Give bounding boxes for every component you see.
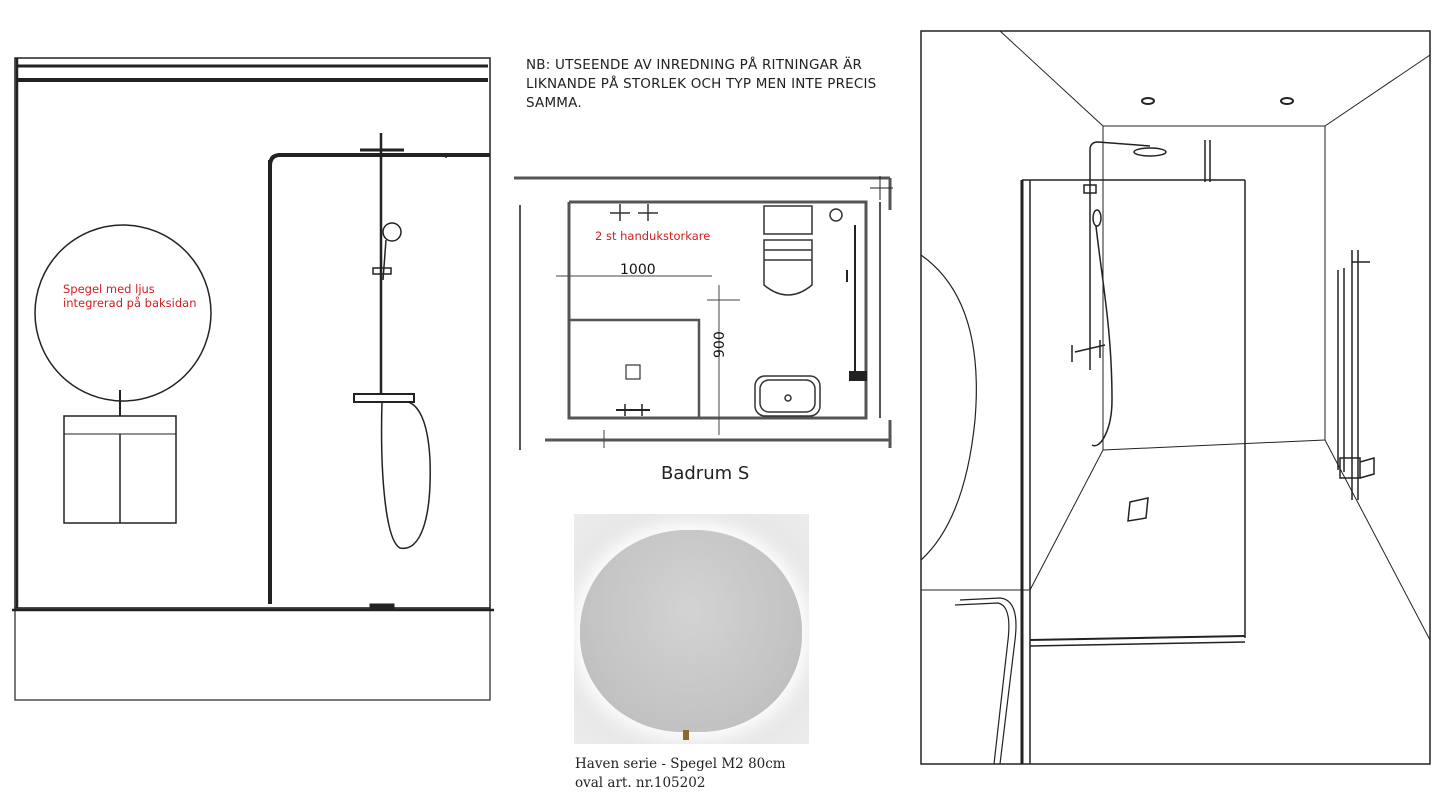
- note-line-2: LIKNANDE PÅ STORLEK OCH TYP MEN INTE PRE…: [526, 76, 877, 92]
- ceiling-spot-right: [1280, 97, 1294, 105]
- elevation-view: [12, 57, 494, 701]
- note-line-1: NB: UTSEENDE AV INREDNING PÅ RITNINGAR Ä…: [526, 57, 863, 73]
- towel-rail-annotation: 2 st handukstorkare: [595, 229, 711, 243]
- mirror-annotation-line-2: integrerad på baksidan: [63, 296, 197, 310]
- dimension-depth: 900: [712, 331, 728, 358]
- towel-rails-perspective: [1337, 250, 1375, 500]
- glass-screen-perspective: [1020, 179, 1246, 764]
- washbasin-plan: [754, 375, 821, 417]
- vanity-cabinet: [63, 415, 177, 524]
- mirror-product-photo: [574, 514, 809, 744]
- toilet-plan: [763, 205, 813, 296]
- shower-screen-plan: [846, 225, 867, 381]
- towel-rails-plan: [610, 204, 658, 221]
- shower-screen-elevation: [268, 153, 490, 604]
- product-caption-line-1: Haven serie - Spegel M2 80cm: [575, 756, 786, 772]
- mirror-annotation: Spegel med ljus integrerad på baksidan: [63, 282, 233, 310]
- floor-plan: [514, 176, 893, 450]
- shower-mixer-plan: [616, 404, 650, 416]
- mirror-product-shape: [580, 530, 802, 732]
- ceiling-spot-left: [1141, 97, 1155, 105]
- product-caption: Haven serie - Spegel M2 80cm oval art. n…: [575, 755, 835, 793]
- shower-set-elevation: [353, 133, 447, 549]
- round-mirror: [34, 224, 212, 402]
- dimension-width: 1000: [620, 262, 656, 278]
- note-line-3: SAMMA.: [526, 95, 582, 111]
- shower-set-perspective: [1071, 140, 1211, 447]
- mirror-product-hook: [683, 730, 689, 740]
- floor-drain-perspective: [1127, 497, 1149, 522]
- mirror-annotation-line-1: Spegel med ljus: [63, 282, 155, 296]
- plan-title: Badrum S: [661, 463, 750, 484]
- dimension-lines: [556, 275, 740, 448]
- floor-drain-plan: [829, 208, 843, 222]
- perspective-view: [920, 30, 1431, 765]
- disclaimer-note: NB: UTSEENDE AV INREDNING PÅ RITNINGAR Ä…: [526, 56, 886, 113]
- vanity-edge-perspective: [959, 597, 1017, 765]
- mirror-edge-perspective: [920, 254, 977, 561]
- floor-drain-elevation: [369, 603, 395, 610]
- product-caption-line-2: oval art. nr.105202: [575, 775, 706, 791]
